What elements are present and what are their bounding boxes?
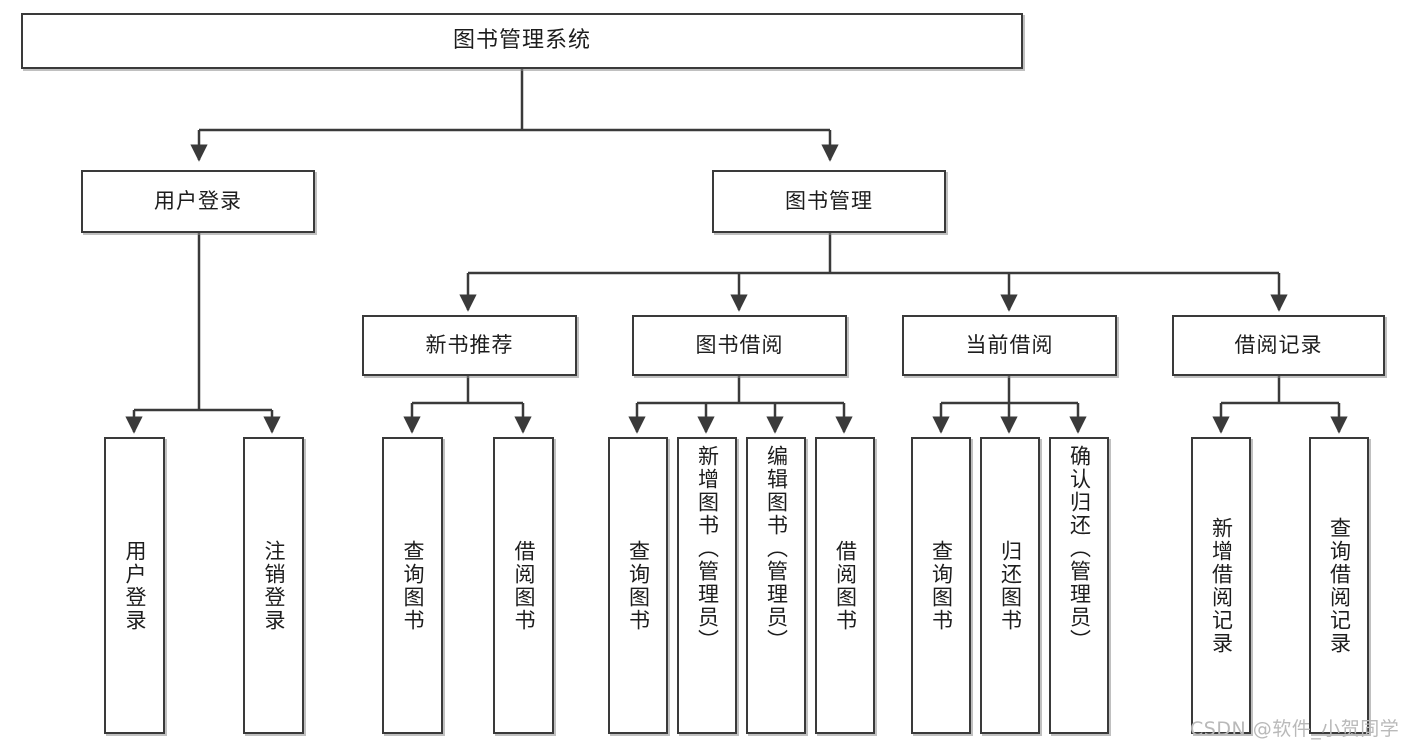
node-label: 新增借阅记录 <box>1209 516 1234 655</box>
node-new-book-recommend[interactable]: 新书推荐 <box>362 315 577 376</box>
node-label: 用户登录 <box>154 188 242 213</box>
leaf-user-login-logout[interactable]: 注销登录 <box>243 437 304 734</box>
leaf-new-book-query[interactable]: 查询图书 <box>382 437 443 734</box>
node-label: 确认归还（管理员） <box>1067 445 1092 652</box>
node-label: 查询借阅记录 <box>1327 516 1352 655</box>
node-book-borrow[interactable]: 图书借阅 <box>632 315 847 376</box>
node-label: 新增图书（管理员） <box>695 445 720 652</box>
leaf-user-login-login[interactable]: 用户登录 <box>104 437 165 734</box>
node-label: 注销登录 <box>261 539 286 632</box>
node-book-management[interactable]: 图书管理 <box>712 170 946 233</box>
node-label: 查询图书 <box>626 539 651 632</box>
leaf-book-borrow-edit[interactable]: 编辑图书（管理员） <box>746 437 806 734</box>
leaf-book-borrow-query[interactable]: 查询图书 <box>608 437 668 734</box>
node-borrow-record[interactable]: 借阅记录 <box>1172 315 1385 376</box>
node-root-system[interactable]: 图书管理系统 <box>21 13 1023 69</box>
node-label: 图书管理 <box>785 188 873 213</box>
node-label: 用户登录 <box>122 539 147 632</box>
leaf-current-borrow-confirm-return[interactable]: 确认归还（管理员） <box>1049 437 1109 734</box>
node-current-borrow[interactable]: 当前借阅 <box>902 315 1117 376</box>
node-label: 归还图书 <box>998 539 1023 632</box>
node-label: 图书借阅 <box>695 332 784 357</box>
node-user-login[interactable]: 用户登录 <box>81 170 315 233</box>
node-label: 查询图书 <box>400 539 425 632</box>
node-label: 编辑图书（管理员） <box>764 445 789 652</box>
leaf-borrow-record-add[interactable]: 新增借阅记录 <box>1191 437 1251 734</box>
leaf-book-borrow-borrow[interactable]: 借阅图书 <box>815 437 875 734</box>
node-label: 查询图书 <box>929 539 954 632</box>
node-label: 图书管理系统 <box>452 27 591 53</box>
leaf-current-borrow-return[interactable]: 归还图书 <box>980 437 1040 734</box>
node-label: 借阅图书 <box>833 539 858 632</box>
watermark: CSDN @软件_小贺同学 <box>1190 718 1400 740</box>
node-label: 借阅记录 <box>1234 332 1323 357</box>
node-label: 借阅图书 <box>511 539 536 632</box>
leaf-new-book-borrow[interactable]: 借阅图书 <box>493 437 554 734</box>
leaf-current-borrow-query[interactable]: 查询图书 <box>911 437 971 734</box>
leaf-book-borrow-add[interactable]: 新增图书（管理员） <box>677 437 737 734</box>
leaf-borrow-record-query[interactable]: 查询借阅记录 <box>1309 437 1369 734</box>
node-label: 当前借阅 <box>965 332 1054 357</box>
node-label: 新书推荐 <box>425 332 514 357</box>
